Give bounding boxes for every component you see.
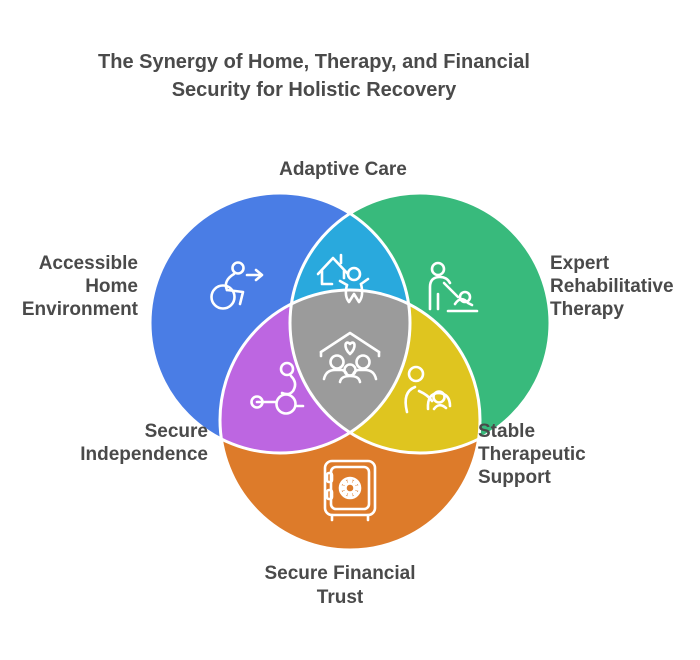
- label-line: Support: [478, 467, 551, 488]
- label-stable-therapeutic-support: Stable Therapeutic Support: [478, 420, 638, 489]
- label-line: Expert: [550, 253, 610, 274]
- circle-therapy-outline: [288, 191, 552, 455]
- page-title-line-1: The Synergy of Home, Therapy, and Financ…: [98, 51, 530, 73]
- label-line: Accessible: [38, 253, 138, 274]
- label-line: Therapeutic: [478, 444, 586, 465]
- label-secure-financial-trust: Secure Financial Trust: [240, 562, 440, 610]
- label-line: Secure: [144, 421, 208, 442]
- circle-financial-outline: [218, 288, 482, 552]
- label-line: Therapy: [550, 299, 624, 320]
- label-accessible-home-environment: Accessible Home Environment: [0, 252, 138, 321]
- label-line: Stable: [478, 421, 536, 442]
- wheelchair-accessibility-icon: [210, 261, 264, 310]
- family-home-heart-icon: [319, 331, 381, 384]
- label-line: Independence: [80, 444, 208, 465]
- label-line: Adaptive Care: [279, 159, 407, 180]
- mobility-scooter-icon: [250, 361, 305, 415]
- caregiver-support-icon: [404, 365, 452, 414]
- label-line: Trust: [316, 587, 364, 608]
- page-title-line-2: Security for Holistic Recovery: [171, 79, 457, 101]
- label-line: Rehabilitative: [550, 276, 674, 297]
- home-child-care-icon: [316, 253, 370, 304]
- label-secure-independence: Secure Independence: [0, 420, 208, 466]
- rehabilitation-therapist-icon: [428, 261, 479, 313]
- label-line: Secure Financial: [264, 563, 416, 584]
- circle-home-outline: [148, 191, 412, 455]
- page-title: The Synergy of Home, Therapy, and Financ…: [85, 48, 543, 104]
- label-line: Home: [85, 276, 138, 297]
- overlap-center: [290, 290, 410, 453]
- label-expert-rehabilitative-therapy: Expert Rehabilitative Therapy: [550, 252, 700, 321]
- safe-vault-icon: [323, 459, 377, 522]
- label-adaptive-care: Adaptive Care: [243, 158, 443, 181]
- label-line: Environment: [21, 299, 138, 320]
